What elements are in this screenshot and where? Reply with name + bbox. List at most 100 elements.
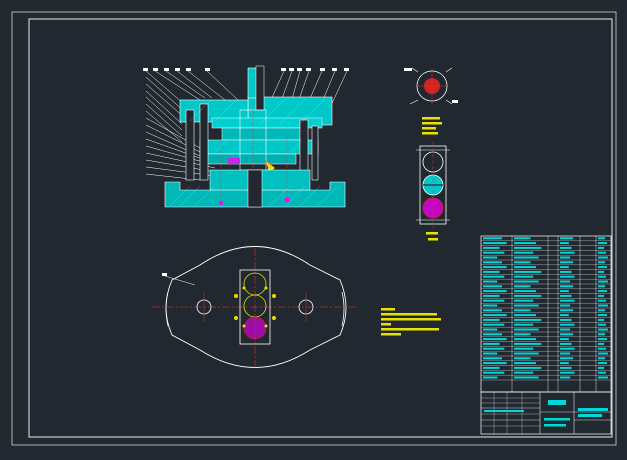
bom-cell-text bbox=[483, 290, 507, 293]
bom-cell-text bbox=[514, 290, 536, 293]
bom-cell-text bbox=[514, 275, 534, 278]
bom-cell-text bbox=[483, 366, 500, 369]
bom-cell-text bbox=[514, 338, 536, 341]
bom-cell-text bbox=[598, 280, 608, 283]
bom-cell-text bbox=[483, 309, 502, 312]
bom-cell-text bbox=[560, 328, 571, 331]
bom-cell-text bbox=[483, 362, 507, 365]
bom-cell-text bbox=[598, 261, 605, 264]
bom-cell-text bbox=[598, 285, 605, 288]
bom-cell-text bbox=[560, 333, 574, 336]
bom-cell-text bbox=[514, 309, 531, 312]
bom-cell-text bbox=[514, 318, 542, 321]
bom-cell-text bbox=[514, 237, 531, 240]
bom-cell-text bbox=[483, 371, 505, 374]
bom-cell-text bbox=[560, 323, 575, 326]
bom-cell-text bbox=[514, 323, 534, 326]
bom-cell-text bbox=[514, 357, 531, 360]
bom-cell-text bbox=[483, 304, 498, 307]
bom-cell-text bbox=[598, 251, 606, 254]
bom-cell-text bbox=[560, 237, 574, 240]
bom-cell-text bbox=[598, 347, 606, 350]
bom-cell-text bbox=[598, 342, 605, 345]
bom-cell-text bbox=[560, 376, 571, 379]
bom-cell-text bbox=[598, 333, 605, 336]
bom-cell-text bbox=[483, 294, 500, 297]
bom-cell-text bbox=[598, 338, 607, 341]
bom-cell-text bbox=[483, 376, 498, 379]
bom-cell-text bbox=[560, 362, 569, 365]
bom-cell-text bbox=[483, 318, 500, 321]
bom-cell-text bbox=[598, 371, 606, 374]
bom-cell-text bbox=[483, 299, 505, 302]
bom-cell-text bbox=[598, 242, 607, 245]
outer-border bbox=[11, 11, 617, 446]
inner-border bbox=[28, 18, 613, 438]
part-detail-top bbox=[404, 67, 458, 105]
bom-cell-text bbox=[598, 299, 606, 302]
bom-cell-text bbox=[560, 371, 575, 374]
bom-cell-text bbox=[598, 237, 605, 240]
bom-cell-text bbox=[598, 294, 605, 297]
bom-cell-text bbox=[560, 304, 571, 307]
bom-cell-text bbox=[514, 366, 542, 369]
bom-cell-text bbox=[598, 323, 606, 326]
plan-view bbox=[152, 246, 358, 370]
bom-cell-text bbox=[560, 246, 572, 249]
part-number-labels bbox=[143, 68, 349, 71]
bom-cell-text bbox=[560, 366, 572, 369]
section-hatching bbox=[169, 98, 339, 207]
bom-cell-text bbox=[514, 256, 539, 259]
bom-cell-text bbox=[560, 275, 575, 278]
bom-cell-text bbox=[514, 352, 539, 355]
bom-cell-text bbox=[483, 357, 502, 360]
bom-cell-text bbox=[598, 270, 605, 273]
bom-cell-text bbox=[560, 280, 571, 283]
bom-cell-text bbox=[560, 318, 572, 321]
strip-layout bbox=[416, 142, 450, 241]
bom-cell-text bbox=[483, 256, 498, 259]
bom-cell-text bbox=[598, 362, 607, 365]
bom-cell-text bbox=[514, 251, 534, 254]
bom-cell-text bbox=[560, 261, 574, 264]
bom-table bbox=[480, 235, 612, 393]
bom-cell-text bbox=[560, 342, 572, 345]
bom-cell-text bbox=[560, 338, 569, 341]
bom-cell-text bbox=[483, 342, 500, 345]
bom-cell-text bbox=[598, 266, 607, 269]
bom-cell-text bbox=[560, 357, 574, 360]
plan-screws bbox=[234, 286, 276, 328]
bom-cell-text bbox=[598, 352, 608, 355]
bom-cell-text bbox=[514, 314, 536, 317]
bom-cell-text bbox=[560, 242, 569, 245]
bom-cell-text bbox=[483, 285, 502, 288]
bom-cell-text bbox=[514, 280, 539, 283]
bom-cell-text bbox=[514, 246, 542, 249]
bom-cell-text bbox=[483, 314, 507, 317]
title-block bbox=[480, 391, 612, 435]
bom-cell-text bbox=[560, 285, 574, 288]
bom-cell-text bbox=[560, 347, 575, 350]
guide-post-left bbox=[185, 109, 195, 181]
bom-cell-text bbox=[560, 314, 569, 317]
bom-cell-text bbox=[514, 362, 536, 365]
bom-cell-text bbox=[560, 266, 569, 269]
bom-cell-text bbox=[514, 261, 531, 264]
bom-cell-text bbox=[560, 256, 571, 259]
bom-cell-text bbox=[598, 304, 608, 307]
bom-cell-text bbox=[560, 299, 575, 302]
bom-cell-text bbox=[514, 376, 539, 379]
bom-cell-text bbox=[483, 251, 505, 254]
bom-cell-text bbox=[598, 290, 607, 293]
bom-cell-text bbox=[560, 309, 574, 312]
section-view bbox=[143, 65, 349, 208]
bom-cell-text bbox=[598, 246, 605, 249]
bom-cell-text bbox=[598, 318, 605, 321]
bom-cell-text bbox=[483, 242, 507, 245]
bom-cell-text bbox=[483, 323, 505, 326]
bom-cell-text bbox=[483, 270, 500, 273]
bom-cell-text bbox=[560, 251, 575, 254]
side-notes bbox=[422, 117, 442, 135]
bom-cell-text bbox=[598, 376, 608, 379]
